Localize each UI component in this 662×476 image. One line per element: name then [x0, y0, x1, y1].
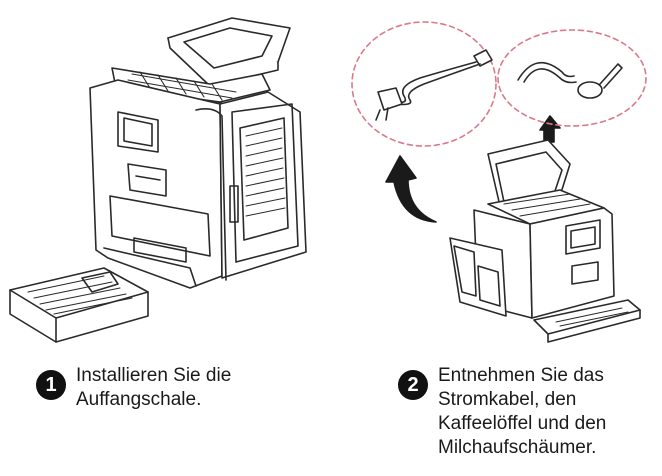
step-1: 1 Installieren Sie die Auffangschale.	[36, 364, 336, 412]
drip-tray	[9, 267, 149, 343]
curved-arrow-icon	[385, 155, 437, 223]
step-instruction-text: Installieren Sie die Auffangschale.	[76, 365, 232, 410]
coffee-machine-large	[89, 17, 307, 289]
step-number-badge: 1	[36, 370, 66, 400]
up-arrow-icon	[539, 115, 561, 143]
power-cable-callout	[351, 21, 497, 147]
step-instruction-text: Entnehmen Sie das Stromkabel, den Kaffee…	[438, 365, 607, 458]
step-number-badge: 2	[398, 370, 428, 400]
accessories-callout	[497, 29, 647, 127]
coffee-machine-small	[449, 139, 641, 343]
step-2: 2 Entnehmen Sie das Stromkabel, den Kaff…	[398, 364, 660, 460]
